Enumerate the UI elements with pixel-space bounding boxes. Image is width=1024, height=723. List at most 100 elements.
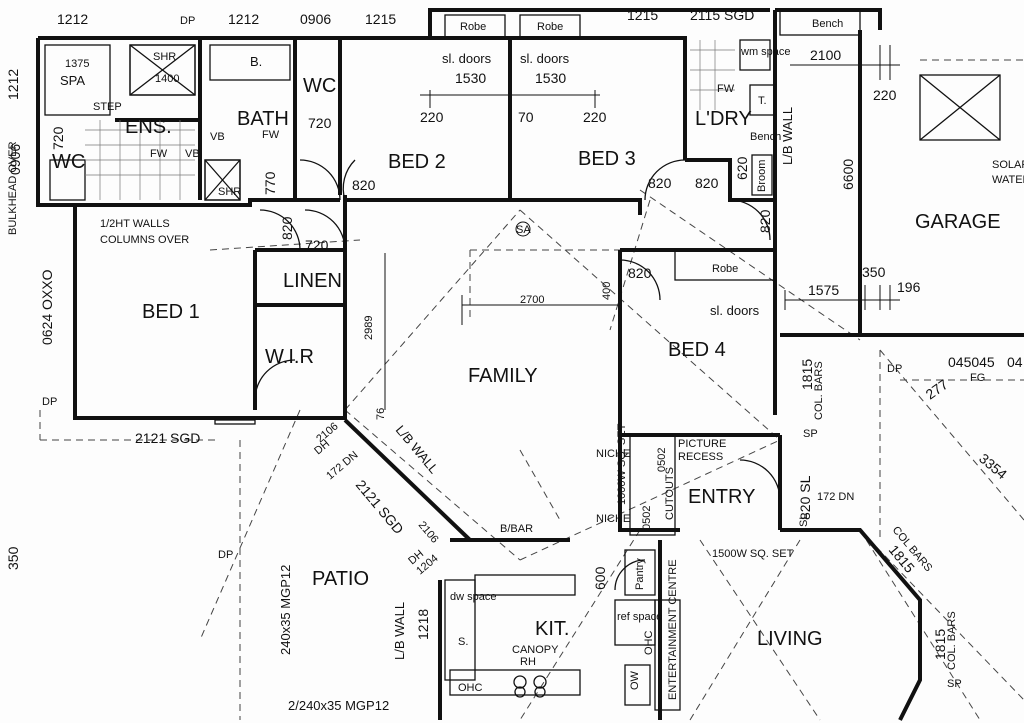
sink-label: S. [458,636,468,648]
vanity-label-1: VB [210,131,225,143]
construction-lines [39,59,1024,721]
fridge-space-label: ref space [617,611,662,623]
dim-04: 04 [1007,354,1023,370]
dim-600: 600 [592,566,608,590]
room-kitchen: KIT. [535,618,569,640]
dishwasher-space-label: dw space [450,591,496,603]
dim-0502-a: 0502 [656,448,668,472]
column-bars-label-3: COL. BARS [946,611,958,670]
dim-045045: 045045 [948,354,995,370]
entertainment-centre-label: ENTERTAINMENT CENTRE [667,559,679,700]
vanity-label-2: VB [185,148,200,160]
dim-2115-sgd: 2115 SGD [690,7,754,23]
dim-sl: SL [798,514,810,527]
beam-label-2: 2/240x35 MGP12 [288,698,389,713]
dim-1212-a: 1212 [57,11,88,27]
dim-196: 196 [897,279,921,295]
niche-label-1: NICHE [596,448,630,460]
robe-label-1: Robe [460,21,486,33]
dim-400: 400 [601,282,613,300]
sliding-doors-label-2: sl. doors [520,51,570,66]
room-linen: LINEN [283,270,342,292]
dim-1215-b: 1215 [627,7,658,23]
step-label: STEP [93,101,122,113]
square-set-1500-label: 1500W SQ. SET [712,548,794,560]
dim-1815-c: 1815 [932,629,948,660]
pantry-label: Pantry [634,558,646,590]
dimension-lines [384,45,900,410]
room-patio: PATIO [312,568,369,590]
floor-waste-label-1: FW [150,148,168,160]
dimension-labels: 1212 1212 0906 1215 1215 2115 SGD 1375 1… [5,7,1023,660]
square-set-1000-label: 1000W SQ. SET [616,423,628,505]
room-wc: WC [303,75,336,97]
dim-1575: 1575 [808,282,839,298]
dim-1400: 1400 [155,73,179,85]
walls [36,8,1024,721]
room-laundry: L'DRY [695,108,752,130]
shower-label-bath: SHR [218,186,241,198]
room-bath: BATH [237,108,289,130]
lb-wall-label-3: L/B WALL [392,602,407,660]
downpipe-label-1: DP [180,15,195,27]
downpipe-label-3: DP [218,549,233,561]
half-walls-label: 1/2HT WALLS [100,218,170,230]
room-bed-3: BED 3 [578,148,636,170]
dim-2100: 2100 [810,47,841,63]
room-family: FAMILY [468,365,538,387]
shower-label-ensuite: SHR [153,51,176,63]
step-down-label-2: 172 DN [817,491,854,503]
bench-label-laundry: Bench [750,131,781,143]
bath-tub-label: B. [250,54,262,69]
lb-wall-label-1: L/B WALL [780,107,795,165]
room-entry: ENTRY [688,486,755,508]
dim-820-d: 820 [757,209,773,233]
downpipe-label-2: DP [42,396,57,408]
dim-70: 70 [518,109,534,125]
dim-220-a: 220 [420,109,444,125]
canopy-label: CANOPY [512,644,559,656]
room-labels: ENS. BATH WC WC BED 2 BED 3 L'DRY GARAGE… [52,75,1001,650]
room-ens: ENS. [125,116,172,138]
dim-220-c: 220 [873,87,897,103]
dim-2989: 2989 [363,316,375,340]
overhead-cupboard-label-2: OHC [643,631,655,656]
dim-0906-a: 0906 [300,11,331,27]
dim-1212-c: 1212 [5,69,21,100]
hatching [85,40,735,200]
dim-350-a: 350 [862,264,886,280]
broom-label: Broom [756,160,768,192]
fg-label: FG [970,372,985,384]
dim-820-b: 820 [648,175,672,191]
stormwater-pit-label-1: SP [803,428,818,440]
downpipe-label-4: DP [887,363,902,375]
dim-720-c: 720 [305,237,329,253]
dim-2700: 2700 [520,294,544,306]
wm-space-label: wm space [740,46,791,58]
dim-1530-a: 1530 [455,70,486,86]
solar-label: SOLAR [992,159,1024,171]
door-swings [254,159,781,591]
cutouts-label: CUTOUTS [664,467,676,520]
overhead-cupboard-label-1: OHC [458,682,483,694]
column-bars-label-1: COL. BARS [813,361,825,420]
room-wc-ensuite: WC [52,151,85,173]
floor-waste-label-3: FW [717,83,735,95]
dim-770: 770 [262,171,278,195]
room-living: LIVING [757,628,823,650]
dim-820-sl: 820 SL [797,475,813,520]
niche-label-2: NICHE [596,513,630,525]
dim-720-a: 720 [50,126,66,150]
spa-label: SPA [60,73,85,88]
dim-820-a: 820 [352,177,376,193]
sliding-doors-label-3: sl. doors [710,303,760,318]
dim-1218: 1218 [415,609,431,640]
dim-6600: 6600 [840,159,856,190]
bench-label-garage: Bench [812,18,843,30]
dim-2121-sgd-a: 2121 SGD [135,430,200,446]
bulkhead-label: BULKHEAD OVER [7,141,19,235]
recess-label: RECESS [678,451,723,463]
dim-820-c: 820 [695,175,719,191]
smoke-alarm-label: SA [516,224,531,236]
breakfast-bar-label: B/BAR [500,523,533,535]
